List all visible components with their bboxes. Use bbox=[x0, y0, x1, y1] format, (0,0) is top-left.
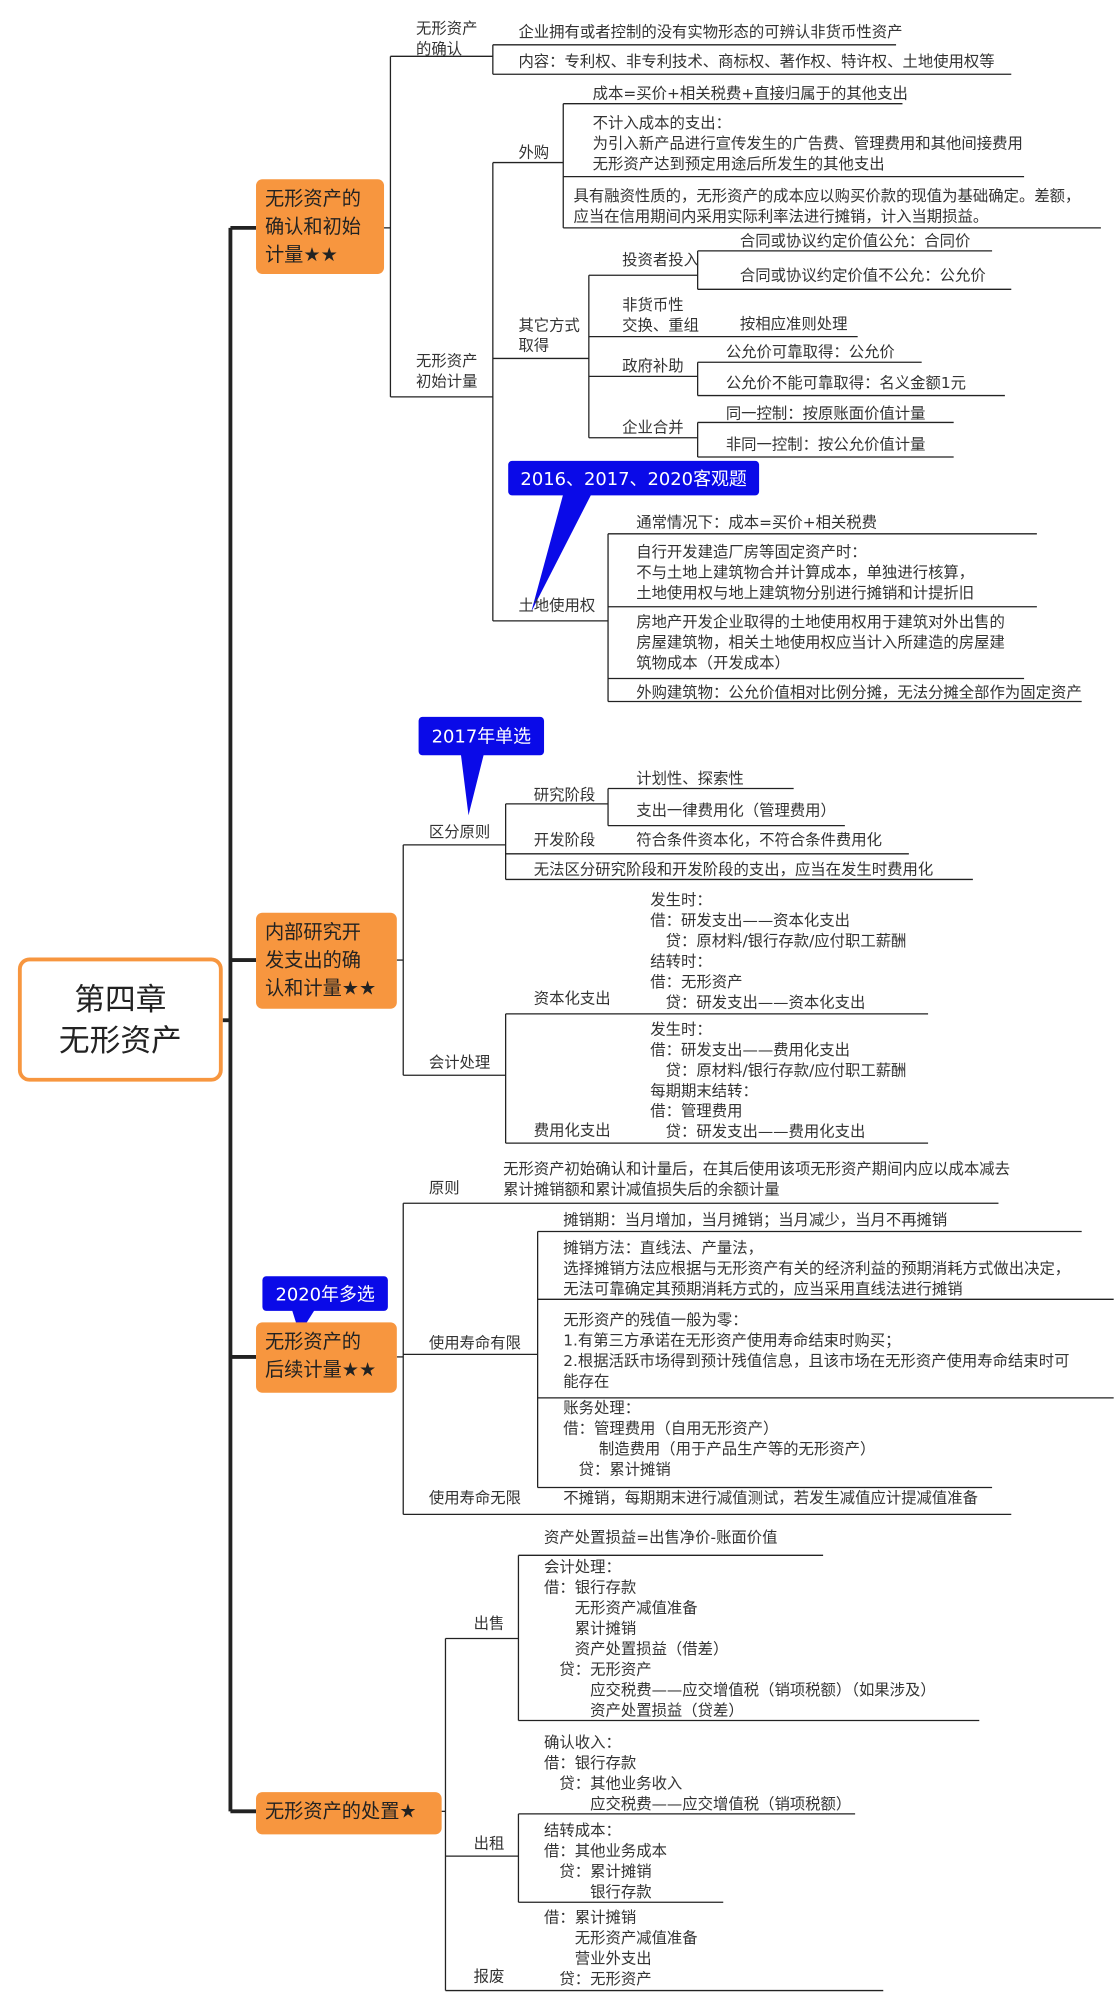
central-topic-line1: 第四章 bbox=[74, 981, 167, 1018]
node-dev-stage[interactable]: 开发阶段 bbox=[533, 830, 596, 849]
callout-2017-single-choice: 2017年单选 bbox=[418, 716, 545, 756]
node-expensed-entries[interactable]: 发生时： 借：研发支出——费用化支出 贷：原材料/银行存款/应付职工薪酬 每期期… bbox=[650, 1020, 907, 1141]
node-principle[interactable]: 原则 bbox=[428, 1178, 460, 1197]
branch-recognition-initial[interactable]: 无形资产的 确认和初始 计量★★ bbox=[256, 179, 385, 274]
node-indefinite-text[interactable]: 不摊销，每期期末进行减值测试，若发生减值应计提减值准备 bbox=[563, 1488, 979, 1507]
callout-pointer bbox=[531, 494, 592, 612]
callout-2020-multiple-choice: 2020年多选 bbox=[262, 1276, 388, 1311]
node-accounting[interactable]: 会计处理 bbox=[428, 1053, 491, 1072]
node-finite-life[interactable]: 使用寿命有限 bbox=[428, 1333, 522, 1352]
node-grant-unreliable[interactable]: 公允价不能可靠取得：名义金额1元 bbox=[725, 373, 967, 392]
node-purchase-financing[interactable]: 具有融资性质的，无形资产的成本应以购买价款的现值为基础确定。差额， 应当在信用期… bbox=[573, 186, 1081, 226]
node-scrap[interactable]: 报废 bbox=[473, 1967, 505, 1986]
node-definition[interactable]: 企业拥有或者控制的没有实物形态的可辨认非货币性资产 bbox=[518, 23, 903, 41]
branch-subsequent-measurement[interactable]: 无形资产的 后续计量★★ bbox=[256, 1322, 397, 1393]
node-sale[interactable]: 出售 bbox=[473, 1614, 505, 1633]
node-research-stage[interactable]: 研究阶段 bbox=[533, 785, 596, 804]
node-scrap-entries[interactable]: 借：累计摊销 无形资产减值准备 营业外支出 贷：无形资产 bbox=[544, 1908, 698, 1988]
node-capitalized-entries[interactable]: 发生时： 借：研发支出——资本化支出 贷：原材料/银行存款/应付职工薪酬 结转时… bbox=[650, 890, 907, 1012]
node-residual-value[interactable]: 无形资产的残值一般为零： 1.有第三方承诺在无形资产使用寿命结束时购买； 2.根… bbox=[563, 1310, 1070, 1391]
node-land-use-right[interactable]: 土地使用权 bbox=[518, 596, 596, 615]
node-distinction-principle[interactable]: 区分原则 bbox=[428, 823, 491, 842]
node-finite-entries[interactable]: 账务处理： 借：管理费用（自用无形资产） 制造费用（用于产品生产等的无形资产） … bbox=[563, 1399, 876, 1479]
callout-pointer bbox=[460, 753, 484, 816]
node-land-normal[interactable]: 通常情况下：成本=买价+相关税费 bbox=[636, 513, 878, 532]
central-topic-line2: 无形资产 bbox=[58, 1022, 182, 1059]
node-lease-cost[interactable]: 结转成本： 借：其他业务成本 贷：累计摊销 银行存款 bbox=[544, 1821, 667, 1901]
node-purchase-excluded[interactable]: 不计入成本的支出： 为引入新产品进行宣传发生的广告费、管理费用和其他间接费用 无… bbox=[592, 113, 1023, 173]
node-merger-same[interactable]: 同一控制：按原账面价值计量 bbox=[725, 404, 926, 423]
node-purchase[interactable]: 外购 bbox=[518, 143, 550, 162]
node-research-expense[interactable]: 支出一律费用化（管理费用） bbox=[636, 801, 836, 820]
node-sale-formula[interactable]: 资产处置损益=出售净价-账面价值 bbox=[544, 1528, 778, 1547]
node-indefinite-life[interactable]: 使用寿命无限 bbox=[428, 1488, 522, 1507]
node-principle-text[interactable]: 无形资产初始确认和计量后，在其后使用该项无形资产期间内应以成本减去 累计摊销额和… bbox=[503, 1159, 1011, 1199]
node-land-self-build[interactable]: 自行开发建造厂房等固定资产时： 不与土地上建筑物合并计算成本，单独进行核算， 土… bbox=[636, 542, 975, 602]
node-content[interactable]: 内容：专利权、非专利技术、商标权、著作权、特许权、土地使用权等 bbox=[518, 52, 995, 71]
node-recognition[interactable]: 无形资产 的确认 bbox=[416, 19, 478, 58]
node-exchange[interactable]: 非货币性 交换、重组 bbox=[622, 295, 699, 335]
node-lease-income[interactable]: 确认收入： 借：银行存款 贷：其他业务收入 应交税费——应交增值税（销项税额） bbox=[544, 1733, 852, 1813]
node-expensed[interactable]: 费用化支出 bbox=[533, 1121, 611, 1140]
node-investor[interactable]: 投资者投入 bbox=[622, 250, 699, 269]
node-amortization-method[interactable]: 摊销方法：直线法、产量法， 选择摊销方法应根据与无形资产有关的经济利益的预期消耗… bbox=[563, 1239, 1071, 1299]
node-lease[interactable]: 出租 bbox=[473, 1834, 505, 1853]
node-exchange-rule[interactable]: 按相应准则处理 bbox=[739, 314, 848, 333]
node-dev-rule[interactable]: 符合条件资本化，不符合条件费用化 bbox=[636, 830, 883, 849]
branch-disposal[interactable]: 无形资产的处置★ bbox=[256, 1792, 442, 1835]
node-grant[interactable]: 政府补助 bbox=[622, 357, 684, 376]
branch-internal-rd[interactable]: 内部研究开 发支出的确 认和计量★★ bbox=[256, 912, 397, 1009]
node-sale-entries[interactable]: 会计处理： 借：银行存款 无形资产减值准备 累计摊销 资产处置损益（借差） 贷：… bbox=[544, 1557, 936, 1720]
node-amortization-period[interactable]: 摊销期：当月增加，当月摊销；当月减少，当月不再摊销 bbox=[563, 1210, 948, 1229]
node-land-developer[interactable]: 房地产开发企业取得的土地使用权用于建筑对外出售的 房屋建筑物，相关土地使用权应当… bbox=[636, 613, 1005, 673]
node-grant-reliable[interactable]: 公允价可靠取得：公允价 bbox=[725, 343, 895, 361]
node-other-acquisition[interactable]: 其它方式 取得 bbox=[518, 316, 580, 355]
node-merger[interactable]: 企业合并 bbox=[622, 418, 684, 437]
node-capitalized[interactable]: 资本化支出 bbox=[533, 989, 611, 1008]
node-investor-fair[interactable]: 合同或协议约定价值公允：合同价 bbox=[739, 231, 971, 250]
central-topic[interactable]: 第四章 无形资产 bbox=[17, 957, 223, 1082]
callout-exam-years-objective: 2016、2017、2020客观题 bbox=[508, 460, 760, 496]
node-purchase-cost[interactable]: 成本=买价+相关税费+直接归属于的其他支出 bbox=[592, 84, 908, 103]
node-initial-measurement[interactable]: 无形资产 初始计量 bbox=[416, 352, 478, 391]
node-merger-diff[interactable]: 非同一控制：按公允价值计量 bbox=[725, 435, 926, 454]
node-undistinguishable[interactable]: 无法区分研究阶段和开发阶段的支出，应当在发生时费用化 bbox=[533, 860, 934, 879]
node-research-nature[interactable]: 计划性、探索性 bbox=[636, 769, 744, 788]
node-investor-unfair[interactable]: 合同或协议约定价值不公允：公允价 bbox=[739, 266, 986, 285]
node-land-purchased[interactable]: 外购建筑物：公允价值相对比例分摊，无法分摊全部作为固定资产 bbox=[636, 683, 1082, 702]
